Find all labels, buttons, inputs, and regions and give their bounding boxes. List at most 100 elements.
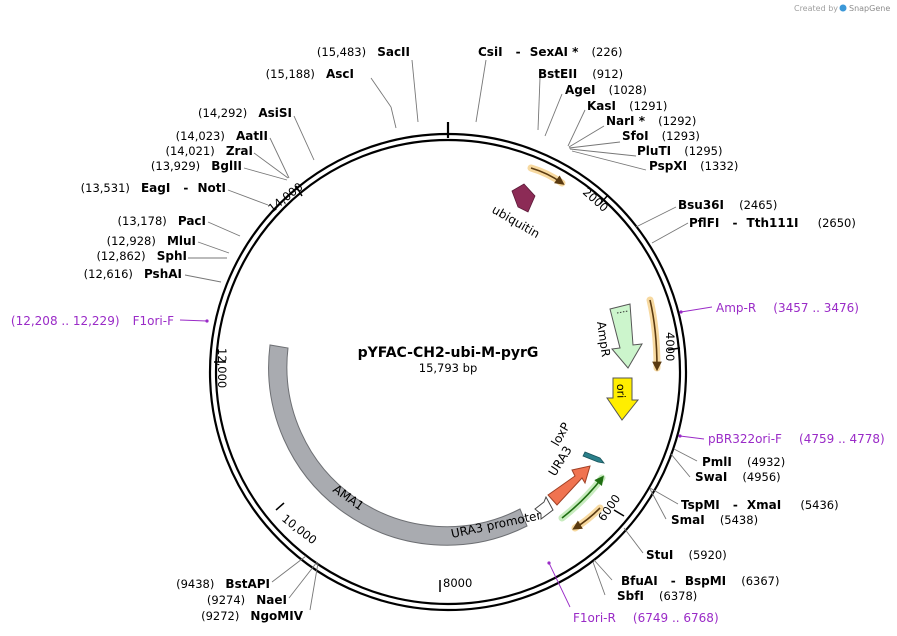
ura3-label: URA3 xyxy=(546,444,575,479)
primer-arrow[interactable] xyxy=(530,167,565,185)
tick-mark xyxy=(599,194,609,205)
leader-line xyxy=(411,59,419,123)
leader-line xyxy=(569,148,637,157)
site-bsu36i[interactable]: Bsu36I (2465) xyxy=(678,194,777,213)
primer-f1ori-r[interactable]: F1ori-R (6749 .. 6768) xyxy=(573,607,719,626)
leader-line xyxy=(390,106,397,129)
site-csii-sexai[interactable]: CsiI - SexAI * (226) xyxy=(478,41,622,60)
site-paci[interactable]: (13,178) PacI xyxy=(118,210,206,229)
tick-label-14000: 14,000 xyxy=(265,180,305,216)
site-stui[interactable]: StuI (5920) xyxy=(646,544,727,563)
leader-line xyxy=(197,241,230,254)
ubiquitin-label: ubiquitin xyxy=(490,202,543,241)
site-sbfi[interactable]: SbfI (6378) xyxy=(617,585,697,604)
site-pflfi-tth111i[interactable]: PflFI - Tth111I (2650) xyxy=(689,212,856,231)
tick-label-2000: 2000 xyxy=(580,185,611,215)
site-naei[interactable]: (9274) NaeI xyxy=(207,589,287,608)
loxp-feature[interactable] xyxy=(582,451,605,464)
site-mlui[interactable]: (12,928) MluI xyxy=(107,230,196,249)
primer-labels: Amp-R (3457 .. 3476) pBR322ori-F (4759 .… xyxy=(11,297,885,626)
credit-brand: SnapGene xyxy=(849,4,890,13)
leader-line xyxy=(537,77,541,131)
site-asci[interactable]: (15,188) AscI xyxy=(266,63,354,82)
leader-line xyxy=(475,59,487,123)
site-sphi[interactable]: (12,862) SphI xyxy=(96,245,187,264)
leader-line xyxy=(253,152,289,179)
loxp-label: loxP xyxy=(548,420,572,448)
leader-line xyxy=(592,561,606,596)
tick-label-4000: 4000 xyxy=(663,332,677,361)
site-ngomiv[interactable]: (9272) NgoMIV xyxy=(201,605,304,624)
site-pmli[interactable]: PmlI (4932) xyxy=(702,451,785,470)
primer-leader-line xyxy=(548,562,571,608)
primer-f1ori-f[interactable]: (12,208 .. 12,229) F1ori-F xyxy=(11,310,174,329)
site-swai[interactable]: SwaI (4956) xyxy=(695,466,781,485)
leader-line xyxy=(293,115,315,161)
site-bstapi[interactable]: (9438) BstAPI xyxy=(176,573,270,592)
site-sacii[interactable]: (15,483) SacII xyxy=(317,41,410,60)
ampr-label: AmpR xyxy=(594,320,613,357)
site-bsteii[interactable]: BstEII (912) xyxy=(538,63,623,82)
ampr-detail xyxy=(616,310,629,314)
credit-prefix: Created by xyxy=(794,4,838,13)
site-kasi[interactable]: KasI (1291) xyxy=(587,95,667,114)
primer-leader-line xyxy=(679,435,705,440)
primer-arrow[interactable] xyxy=(561,475,604,519)
site-zrai[interactable]: (14,021) ZraI xyxy=(166,140,254,159)
leader-line xyxy=(649,487,679,505)
site-sfoi[interactable]: SfoI (1293) xyxy=(622,125,700,144)
site-pspxi[interactable]: PspXI (1332) xyxy=(649,155,738,174)
primer-arrow[interactable] xyxy=(572,507,601,530)
ama1-feature[interactable] xyxy=(268,344,528,546)
ubiquitin-feature[interactable] xyxy=(511,183,536,213)
tick-mark xyxy=(275,502,285,511)
primer-amp-r[interactable]: Amp-R (3457 .. 3476) xyxy=(716,297,859,316)
leader-line xyxy=(568,125,605,148)
primer-leader-line xyxy=(179,319,208,322)
tick-mark xyxy=(295,185,303,197)
site-agei[interactable]: AgeI (1028) xyxy=(565,79,647,98)
leader-line xyxy=(593,559,613,581)
leader-line xyxy=(635,206,677,228)
leader-line xyxy=(544,93,563,137)
primer-pbr322ori-f[interactable]: pBR322ori-F (4759 .. 4778) xyxy=(708,428,885,447)
primer-dot xyxy=(679,310,683,314)
site-nari[interactable]: NarI * (1292) xyxy=(606,110,696,129)
site-smai[interactable]: SmaI (5438) xyxy=(671,509,758,528)
leader-line xyxy=(309,562,319,611)
ura3-promoter-feature[interactable] xyxy=(534,495,554,520)
plasmid-name: pYFAC-CH2-ubi-M-pyrG xyxy=(358,345,539,361)
site-eagi-noti[interactable]: (13,531) EagI - NotI xyxy=(81,177,226,196)
tick-mark xyxy=(613,509,625,517)
ura3-feature[interactable] xyxy=(547,465,591,506)
leader-line xyxy=(184,274,222,283)
site-pshai[interactable]: (12,616) PshAI xyxy=(84,263,182,282)
leader-line xyxy=(243,167,288,181)
tick-label-12000: 12,000 xyxy=(215,348,229,388)
site-tspmi-xmai[interactable]: TspMI - XmaI (5436) xyxy=(681,494,839,513)
site-aatii[interactable]: (14,023) AatII xyxy=(176,125,268,144)
leader-line xyxy=(288,561,318,599)
site-asisi[interactable]: (14,292) AsiSI xyxy=(198,102,292,121)
primer-dot xyxy=(678,434,682,438)
tick-label-8000: 8000 xyxy=(443,576,472,590)
ori-feature[interactable] xyxy=(606,377,640,421)
leader-line xyxy=(227,189,269,206)
leader-line xyxy=(673,448,698,462)
plasmid-size: 15,793 bp xyxy=(419,361,478,375)
leader-line xyxy=(370,77,392,108)
primer-arrow[interactable] xyxy=(649,299,662,372)
tick-mark xyxy=(667,347,681,351)
ampr-feature[interactable] xyxy=(609,303,643,369)
leader-line xyxy=(567,109,586,147)
snapgene-logo-icon xyxy=(839,4,847,12)
site-bglii[interactable]: (13,929) BglII xyxy=(151,155,242,174)
site-bfuai-bspmi[interactable]: BfuAI - BspMI (6367) xyxy=(621,570,779,589)
snapgene-credit: Created by SnapGene xyxy=(794,4,890,13)
ori-label: ori xyxy=(614,384,627,399)
leader-line xyxy=(651,222,689,244)
leader-line xyxy=(571,150,647,171)
tick-label-10000: 10,000 xyxy=(279,511,319,547)
leader-line xyxy=(269,137,290,179)
site-pluti[interactable]: PluTI (1295) xyxy=(637,140,722,159)
